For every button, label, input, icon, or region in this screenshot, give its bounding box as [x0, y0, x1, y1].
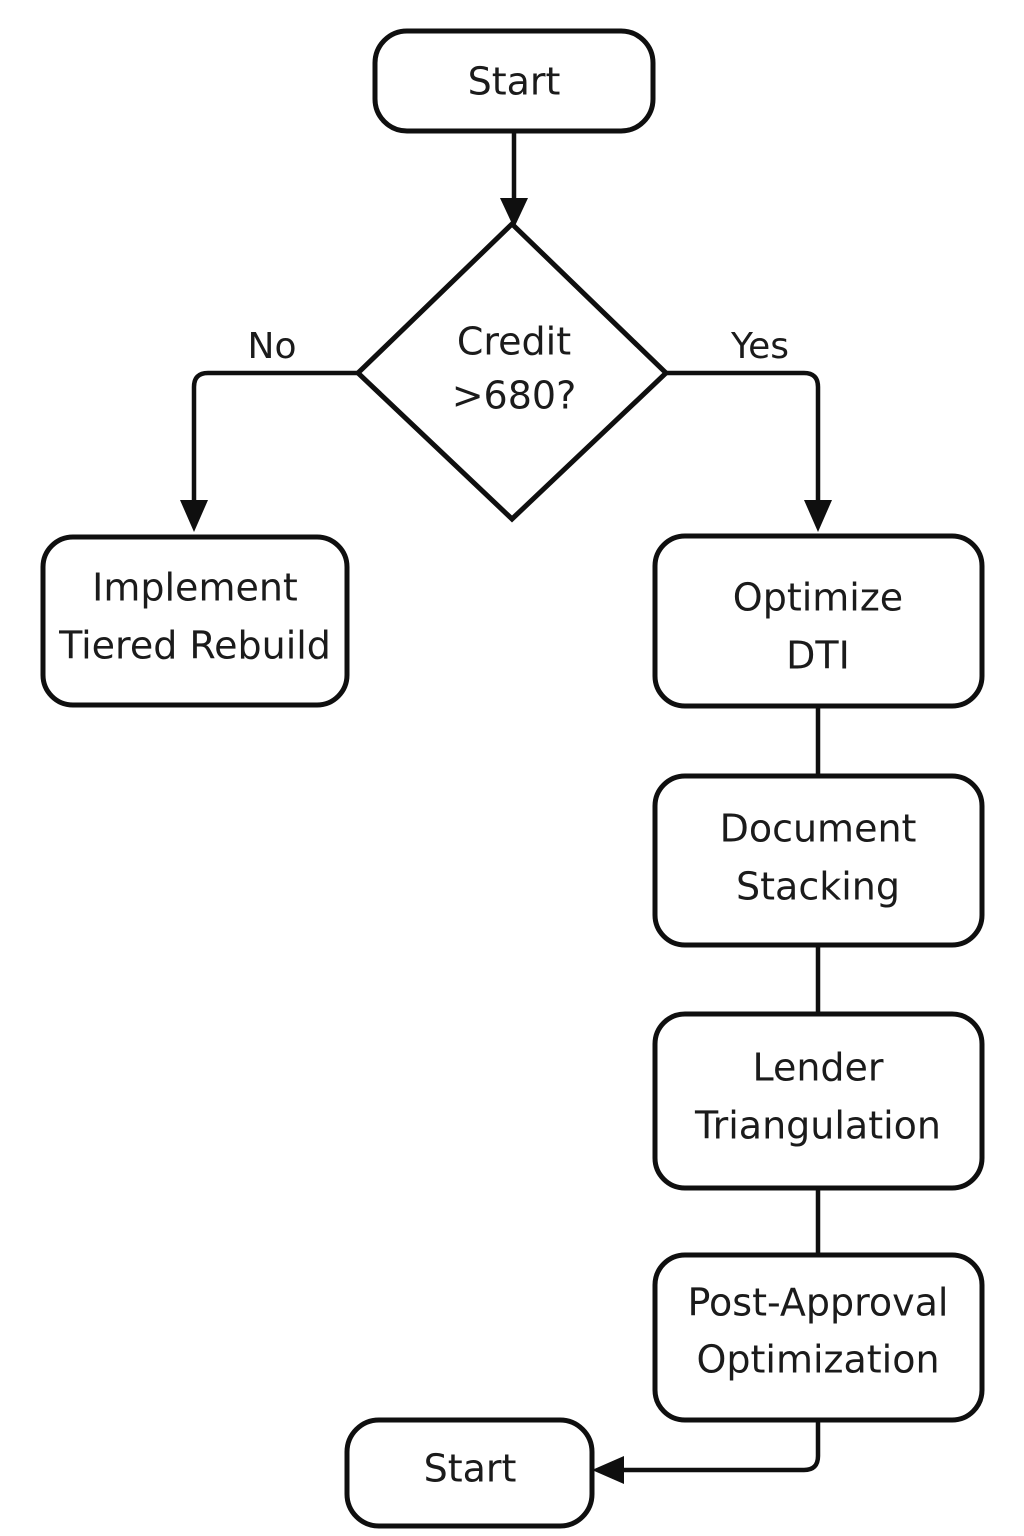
arrowhead-icon	[500, 198, 528, 228]
node-optimize-dti[interactable]: Optimize DTI	[652, 533, 985, 709]
node-shape-rounded-rect	[372, 28, 656, 134]
node-shape-rounded-rect	[652, 533, 985, 709]
edge-line	[612, 1420, 821, 1473]
node-label-credit-check-line2: >680?	[452, 374, 577, 418]
node-label-optimize-dti-line2: DTI	[786, 634, 850, 678]
arrowhead-icon	[592, 1456, 624, 1484]
node-label-optimize-dti-line1: Optimize	[733, 576, 903, 620]
node-label-post-approval-line2: Optimization	[696, 1338, 939, 1382]
node-shape-rounded-rect	[652, 1252, 985, 1423]
node-document-stacking[interactable]: Document Stacking	[652, 773, 985, 948]
edge-label-no: No	[248, 326, 297, 367]
node-tiered-rebuild[interactable]: Implement Tiered Rebuild	[40, 534, 350, 708]
node-label-post-approval-line1: Post-Approval	[688, 1281, 949, 1325]
edge-label-yes: Yes	[730, 326, 789, 367]
node-start-top[interactable]: Start	[372, 28, 656, 134]
arrowhead-icon	[180, 500, 208, 532]
node-label-start-bottom: Start	[424, 1447, 517, 1491]
node-shape-rounded-rect	[652, 1011, 985, 1191]
node-post-approval[interactable]: Post-Approval Optimization	[652, 1252, 985, 1423]
node-label-credit-check-line1: Credit	[457, 320, 571, 364]
node-label-start-top: Start	[468, 60, 561, 104]
node-start-bottom[interactable]: Start	[344, 1417, 595, 1529]
node-shape-rounded-rect	[652, 773, 985, 948]
edge-line	[665, 370, 821, 512]
edge-credit-to-optimize-dti: Yes	[665, 326, 832, 532]
node-shape-rounded-rect	[40, 534, 350, 708]
edge-post-approval-to-start-bottom	[592, 1420, 821, 1484]
node-label-document-stacking-line2: Stacking	[736, 865, 900, 909]
arrowhead-icon	[804, 500, 832, 532]
node-shape-diamond	[354, 220, 670, 523]
edge-start-to-credit	[500, 131, 528, 228]
edge-line	[191, 370, 360, 512]
node-label-tiered-rebuild-line2: Tiered Rebuild	[58, 624, 331, 668]
node-lender-triangulation[interactable]: Lender Triangulation	[652, 1011, 985, 1191]
node-label-document-stacking-line1: Document	[720, 807, 917, 851]
node-label-lender-triangulation-line1: Lender	[752, 1046, 883, 1090]
node-label-tiered-rebuild-line1: Implement	[92, 566, 298, 610]
node-shape-rounded-rect	[344, 1417, 595, 1529]
node-credit-check[interactable]: Credit >680?	[354, 220, 670, 523]
edge-credit-to-tiered-rebuild: No	[180, 326, 360, 532]
node-label-lender-triangulation-line2: Triangulation	[694, 1104, 941, 1148]
